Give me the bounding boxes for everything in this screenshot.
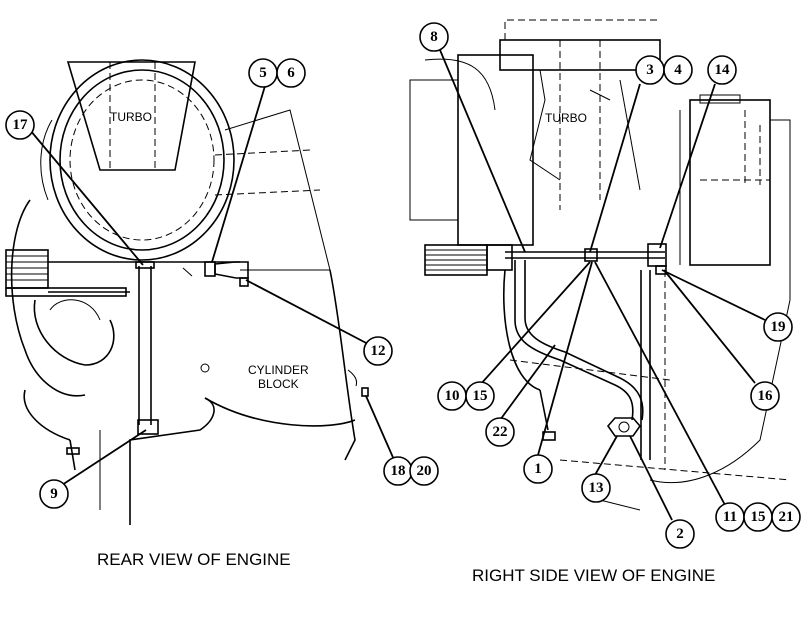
- svg-text:22: 22: [493, 424, 508, 440]
- svg-text:19: 19: [771, 319, 786, 335]
- side-leader-lines: [439, 49, 766, 521]
- callout-9: 9: [39, 479, 69, 509]
- callout-20: 20: [409, 456, 439, 486]
- callout-5: 5: [248, 58, 278, 88]
- cylinder-block-label-line1: CYLINDER: [248, 363, 309, 377]
- svg-text:15: 15: [751, 509, 766, 525]
- callout-22: 22: [485, 417, 515, 447]
- callout-17: 17: [5, 110, 35, 140]
- side-view-caption: RIGHT SIDE VIEW OF ENGINE: [472, 566, 715, 585]
- svg-text:20: 20: [417, 463, 432, 479]
- callout-1: 1: [523, 454, 553, 484]
- rear-view-drawing: [5, 59, 369, 525]
- svg-text:18: 18: [391, 463, 406, 479]
- rear-leader-lines: [29, 85, 396, 486]
- callout-4: 4: [663, 55, 693, 85]
- svg-text:13: 13: [589, 480, 604, 496]
- side-view-drawing: [409, 19, 791, 511]
- turbo-label-side: TURBO: [545, 111, 587, 125]
- svg-text:2: 2: [676, 526, 684, 542]
- svg-text:6: 6: [287, 65, 295, 81]
- svg-text:14: 14: [715, 62, 731, 78]
- callout-6: 6: [276, 58, 306, 88]
- svg-text:5: 5: [259, 65, 267, 81]
- svg-text:4: 4: [674, 62, 682, 78]
- svg-text:8: 8: [430, 29, 438, 45]
- turbo-label-rear: TURBO: [110, 110, 152, 124]
- callout-10: 10: [437, 381, 467, 411]
- callout-14: 14: [707, 55, 737, 85]
- svg-text:9: 9: [50, 486, 58, 502]
- svg-text:16: 16: [758, 388, 774, 404]
- rear-view-caption: REAR VIEW OF ENGINE: [97, 550, 291, 569]
- callout-11: 11: [715, 502, 745, 532]
- svg-text:10: 10: [445, 388, 460, 404]
- callout-8: 8: [419, 22, 449, 52]
- callout-15-right: 15: [743, 502, 773, 532]
- svg-text:15: 15: [473, 388, 488, 404]
- svg-text:12: 12: [371, 343, 386, 359]
- callout-3: 3: [635, 55, 665, 85]
- svg-text:17: 17: [13, 117, 29, 133]
- callout-18: 18: [383, 456, 413, 486]
- svg-text:11: 11: [723, 509, 737, 525]
- cylinder-block-label-line2: BLOCK: [258, 377, 299, 391]
- callout-12: 12: [363, 336, 393, 366]
- svg-text:1: 1: [534, 461, 542, 477]
- svg-text:21: 21: [779, 509, 794, 525]
- svg-text:3: 3: [646, 62, 654, 78]
- callout-21: 21: [771, 502, 801, 532]
- callout-19: 19: [763, 312, 793, 342]
- callout-13: 13: [581, 473, 611, 503]
- callout-15-left: 15: [465, 381, 495, 411]
- callout-16: 16: [750, 381, 780, 411]
- callout-2: 2: [665, 519, 695, 549]
